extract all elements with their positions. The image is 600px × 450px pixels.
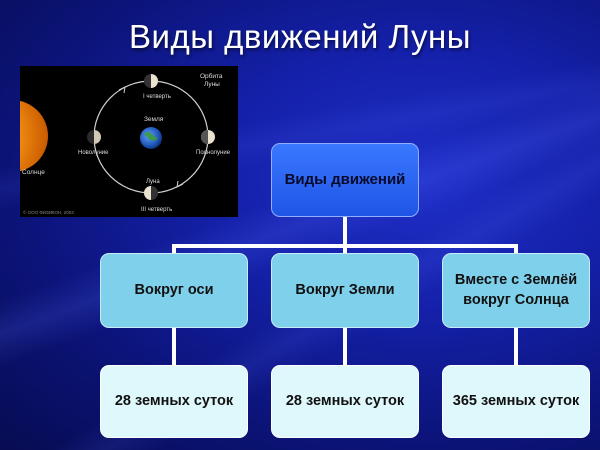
phase-top-label: I четверть bbox=[143, 94, 171, 100]
orbit-label-text: Орбита bbox=[200, 72, 223, 80]
branch-node-label: Вместе с Землёй вокруг Солнца bbox=[454, 271, 578, 308]
copyright-label: © ООО ФИЗИКОН, 2003 bbox=[23, 209, 74, 215]
sun-shape bbox=[20, 100, 48, 172]
leaf-node-axis: 28 земных суток bbox=[100, 365, 248, 438]
sun-label: Солнце bbox=[22, 169, 45, 176]
root-node-label: Виды движений bbox=[284, 170, 406, 188]
leaf-node-sun: 365 земных суток bbox=[442, 365, 590, 438]
branch-node-earth: Вокруг Земли bbox=[271, 253, 419, 328]
moon-top-icon bbox=[144, 74, 158, 88]
root-node: Виды движений bbox=[271, 143, 419, 217]
branch-node-label: Вокруг оси bbox=[134, 281, 214, 298]
phase-bottom-label: III четверть bbox=[141, 207, 172, 213]
leaf-node-label: 28 земных суток bbox=[285, 392, 405, 409]
branch-node-axis: Вокруг оси bbox=[100, 253, 248, 328]
moon-orbit-figure: Солнце Земля Орбита Луны I четверть Ново… bbox=[20, 66, 238, 217]
orbit-label-text-2: Луны bbox=[204, 81, 220, 88]
leaf-node-earth: 28 земных суток bbox=[271, 365, 419, 438]
moon-orbit-illustration: Солнце Земля Орбита Луны I четверть Ново… bbox=[20, 72, 231, 215]
moon-right-icon bbox=[201, 130, 215, 144]
orbit-label: Орбита Луны bbox=[200, 72, 224, 88]
earth-label: Земля bbox=[144, 116, 164, 123]
branch-node-label: Вокруг Земли bbox=[295, 281, 395, 298]
moon-label: Луна bbox=[146, 179, 160, 185]
slide-title: Виды движений Луны bbox=[129, 18, 471, 55]
branch-node-sun: Вместе с Землёй вокруг Солнца bbox=[442, 253, 590, 328]
moon-bottom-icon bbox=[144, 186, 158, 200]
leaf-node-label: 28 земных суток bbox=[114, 392, 234, 409]
leaf-node-label: 365 земных суток bbox=[452, 392, 580, 409]
phase-left-label: Новолуние bbox=[78, 150, 109, 156]
phase-right-label: Полнолуние bbox=[196, 150, 231, 156]
moon-left-icon bbox=[87, 130, 101, 144]
